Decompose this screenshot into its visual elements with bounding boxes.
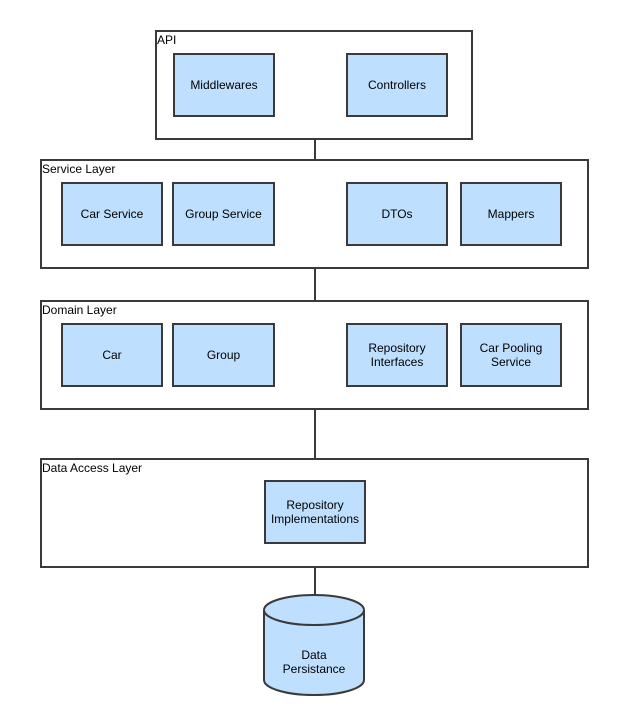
car-service-box[interactable]: Car Service bbox=[61, 182, 163, 246]
service-domain-connector bbox=[314, 267, 316, 301]
api-service-connector bbox=[314, 138, 316, 160]
data-access-layer-label: Data Access Layer bbox=[42, 461, 143, 475]
car-pooling-service-box[interactable]: Car Pooling Service bbox=[460, 323, 562, 387]
car-box[interactable]: Car bbox=[61, 323, 163, 387]
domain-data-access-connector bbox=[314, 408, 316, 459]
controllers-box[interactable]: Controllers bbox=[346, 53, 448, 117]
repository-implementations-box[interactable]: Repository Implementations bbox=[264, 480, 366, 544]
group-service-box[interactable]: Group Service bbox=[172, 182, 275, 246]
database-label: Data Persistance bbox=[282, 648, 346, 676]
dtos-box[interactable]: DTOs bbox=[346, 182, 448, 246]
api-layer-label: API bbox=[157, 33, 177, 47]
mappers-box[interactable]: Mappers bbox=[460, 182, 562, 246]
repository-interfaces-box[interactable]: Repository Interfaces bbox=[346, 323, 448, 387]
group-box[interactable]: Group bbox=[172, 323, 275, 387]
repository-database-connector bbox=[314, 542, 316, 597]
domain-layer-label: Domain Layer bbox=[42, 303, 117, 317]
middlewares-box[interactable]: Middlewares bbox=[173, 53, 275, 117]
service-layer-label: Service Layer bbox=[42, 162, 116, 176]
database-cylinder-icon[interactable] bbox=[263, 594, 367, 696]
